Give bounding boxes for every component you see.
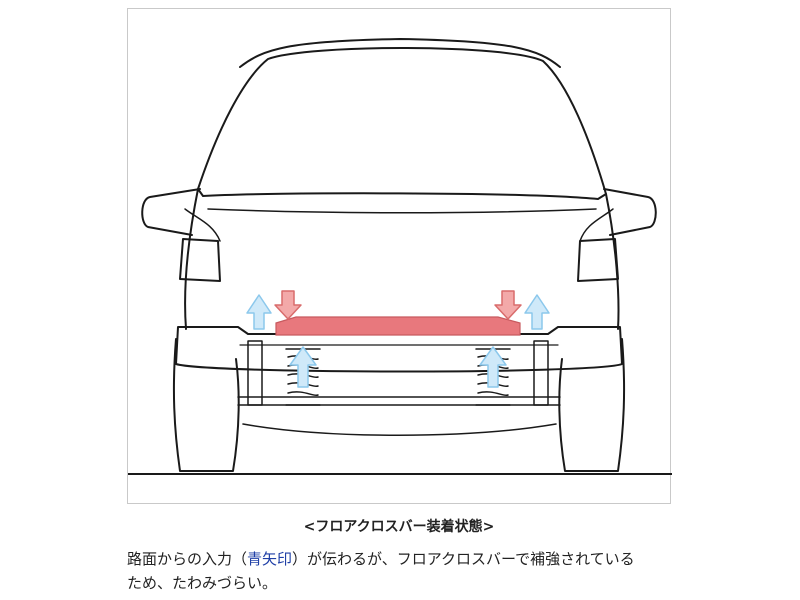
- mirror-left: [141, 188, 201, 236]
- description-highlight: 青矢印: [247, 550, 293, 568]
- rear-window: [197, 46, 607, 200]
- wheel-left: [172, 338, 240, 472]
- shock-left: [247, 340, 263, 406]
- shock-right: [533, 340, 549, 406]
- car-rear-diagram: [128, 38, 672, 475]
- description-before: 路面からの入力（: [127, 550, 248, 568]
- figure-frame: [127, 8, 672, 504]
- tail-light-left: [179, 238, 221, 282]
- tail-light-right: [577, 238, 619, 282]
- rear-bumper: [175, 326, 623, 373]
- blue-arrow-spring-left: [289, 346, 317, 388]
- floor-cross-bar: [275, 316, 521, 336]
- description-after: ）が伝わるが、フロアクロスバーで補強されている: [292, 550, 635, 568]
- blue-arrow-spring-right: [479, 346, 507, 388]
- underbody-line: [242, 423, 557, 436]
- mirror-right: [603, 188, 657, 236]
- wheel-right: [558, 338, 626, 472]
- description-line2: ため、たわみづらい。: [127, 574, 278, 592]
- tailgate-line: [207, 208, 597, 214]
- figure-caption: <フロアクロスバー装着状態>: [303, 519, 495, 535]
- red-arrow-right: [494, 290, 522, 320]
- blue-arrow-body-right: [524, 294, 550, 330]
- body-left-side: [184, 188, 199, 330]
- blue-arrow-body-left: [246, 294, 272, 330]
- roof-line: [239, 38, 561, 68]
- description-text: 路面からの入力（青矢印）が伝わるが、フロアクロスバーで補強されている ため、たわ…: [127, 547, 687, 595]
- red-arrow-left: [274, 290, 302, 320]
